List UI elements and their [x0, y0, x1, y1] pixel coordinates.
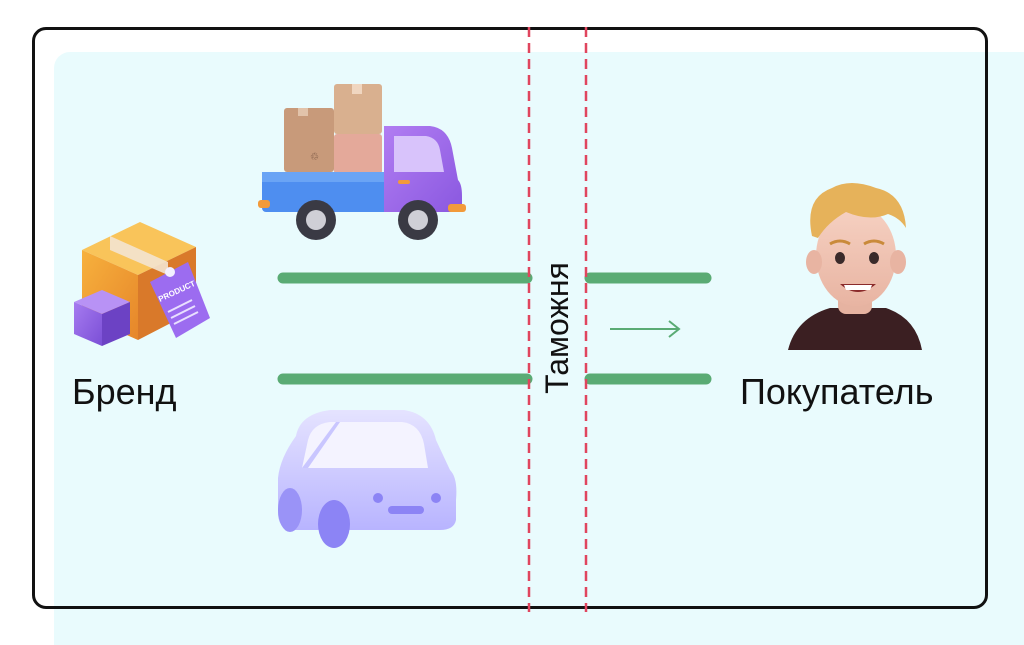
arrow-right-icon	[610, 320, 681, 338]
product-box-icon: PRODUCT	[74, 222, 210, 346]
brand-label: Бренд	[72, 371, 177, 412]
customs-label: Таможня	[539, 262, 575, 394]
diagram-frame	[32, 27, 988, 609]
car-icon	[278, 410, 457, 548]
svg-text:♲: ♲	[310, 152, 319, 163]
person-avatar-icon	[788, 183, 922, 350]
delivery-truck-icon: ♲	[258, 84, 466, 240]
buyer-label: Покупатель	[740, 371, 934, 412]
